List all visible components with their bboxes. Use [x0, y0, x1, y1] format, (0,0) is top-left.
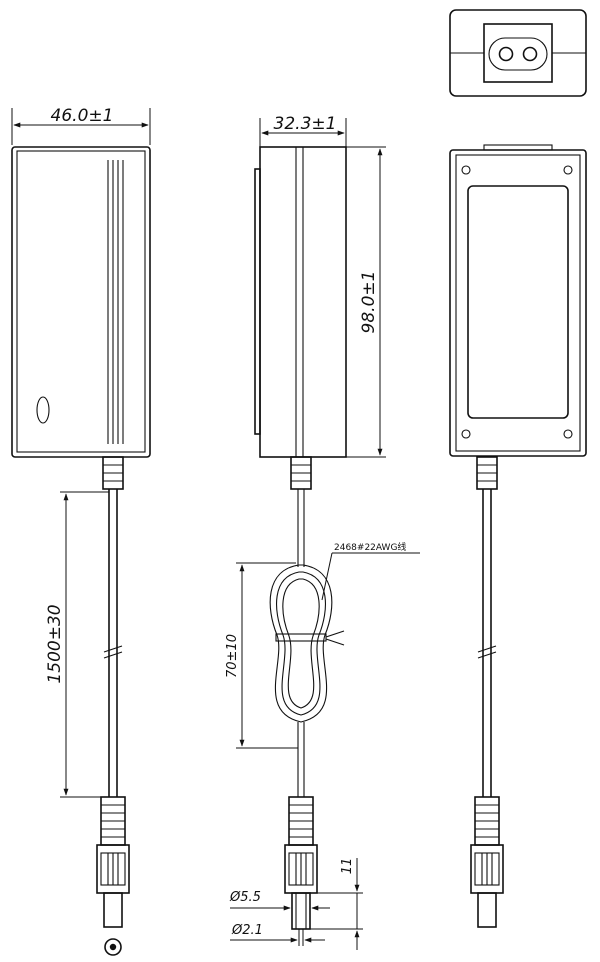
back-cable-break-2 — [477, 651, 497, 659]
cable-coil-inner — [282, 578, 320, 709]
adapter-back-body — [449, 149, 587, 457]
front-view: 46.0±1 1500±30 — [11, 106, 151, 956]
coil-length-label: 70±10 — [225, 634, 240, 678]
back-view — [449, 9, 587, 928]
back-cable-break-1 — [477, 645, 497, 653]
front-cable-break-1 — [103, 645, 123, 653]
ac-pin-left — [498, 46, 514, 62]
cable-spec-note: 2468#22AWG线 — [334, 541, 406, 553]
depth-dimension-label: 32.3±1 — [274, 114, 337, 134]
ac-inlet-c8-outline — [488, 37, 548, 71]
ac-inlet-socket — [483, 23, 553, 83]
cable-coil-outer — [269, 564, 333, 723]
side-plug-barrel — [291, 892, 311, 930]
adapter-front-inner-border — [16, 150, 146, 453]
cable-coil-middle — [275, 571, 327, 716]
cable-spec-leader — [321, 552, 333, 601]
outer-diameter-label: Ø5.5 — [229, 890, 261, 905]
screw-hole-br — [563, 429, 573, 439]
screw-hole-bl — [461, 429, 471, 439]
front-plug-barrel — [103, 892, 123, 928]
adapter-back-inner-border — [455, 154, 581, 452]
side-view: 32.3±1 98.0±1 70±10 — [225, 114, 420, 950]
front-cable-break-2 — [103, 651, 123, 659]
led-indicator — [36, 396, 50, 424]
screw-hole-tl — [461, 165, 471, 175]
coil-tie — [275, 633, 327, 642]
plug-end-pin — [109, 943, 117, 951]
back-plug-barrel — [477, 892, 497, 928]
adapter-front-body — [11, 146, 151, 458]
ac-pin-right — [522, 46, 538, 62]
label-area — [467, 185, 569, 419]
inner-diameter-label: Ø2.1 — [231, 923, 263, 938]
coil-tie-end-1 — [325, 630, 345, 638]
coil-tie-end-2 — [325, 638, 345, 646]
plug-length-label: 11 — [340, 858, 355, 875]
plug-end-view — [104, 938, 122, 956]
height-dimension-label: 98.0±1 — [359, 271, 379, 334]
screw-hole-tr — [563, 165, 573, 175]
cable-length-label: 1500±30 — [45, 604, 65, 683]
width-dimension-label: 46.0±1 — [51, 106, 114, 126]
